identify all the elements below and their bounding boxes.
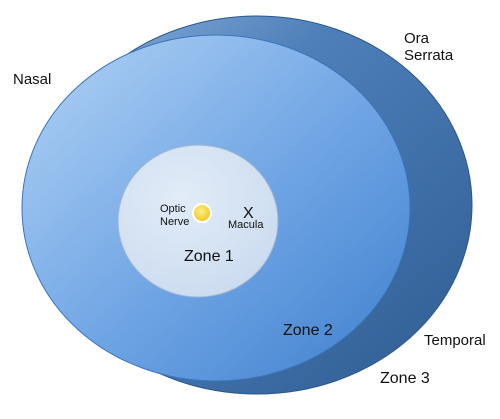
temporal-label: Temporal [424, 332, 486, 349]
zone3-label: Zone 3 [380, 370, 430, 387]
ora-serrata-label-line1: Ora [404, 30, 430, 47]
macula-marker: X [243, 205, 254, 222]
nasal-label: Nasal [13, 71, 52, 88]
zone2-label: Zone 2 [283, 322, 333, 339]
optic-nerve-label-line1: Optic [160, 203, 186, 215]
zone1-label: Zone 1 [184, 248, 234, 265]
ora-serrata-label-line2: Serrata [404, 46, 454, 64]
optic-nerve-disc [192, 203, 212, 223]
optic-nerve-label-line2: Nerve [160, 215, 190, 228]
macula-label: Macula [228, 219, 264, 231]
ora-serrata-label: Ora Serrata [404, 30, 454, 64]
optic-nerve-label: Optic Nerve [160, 203, 189, 228]
